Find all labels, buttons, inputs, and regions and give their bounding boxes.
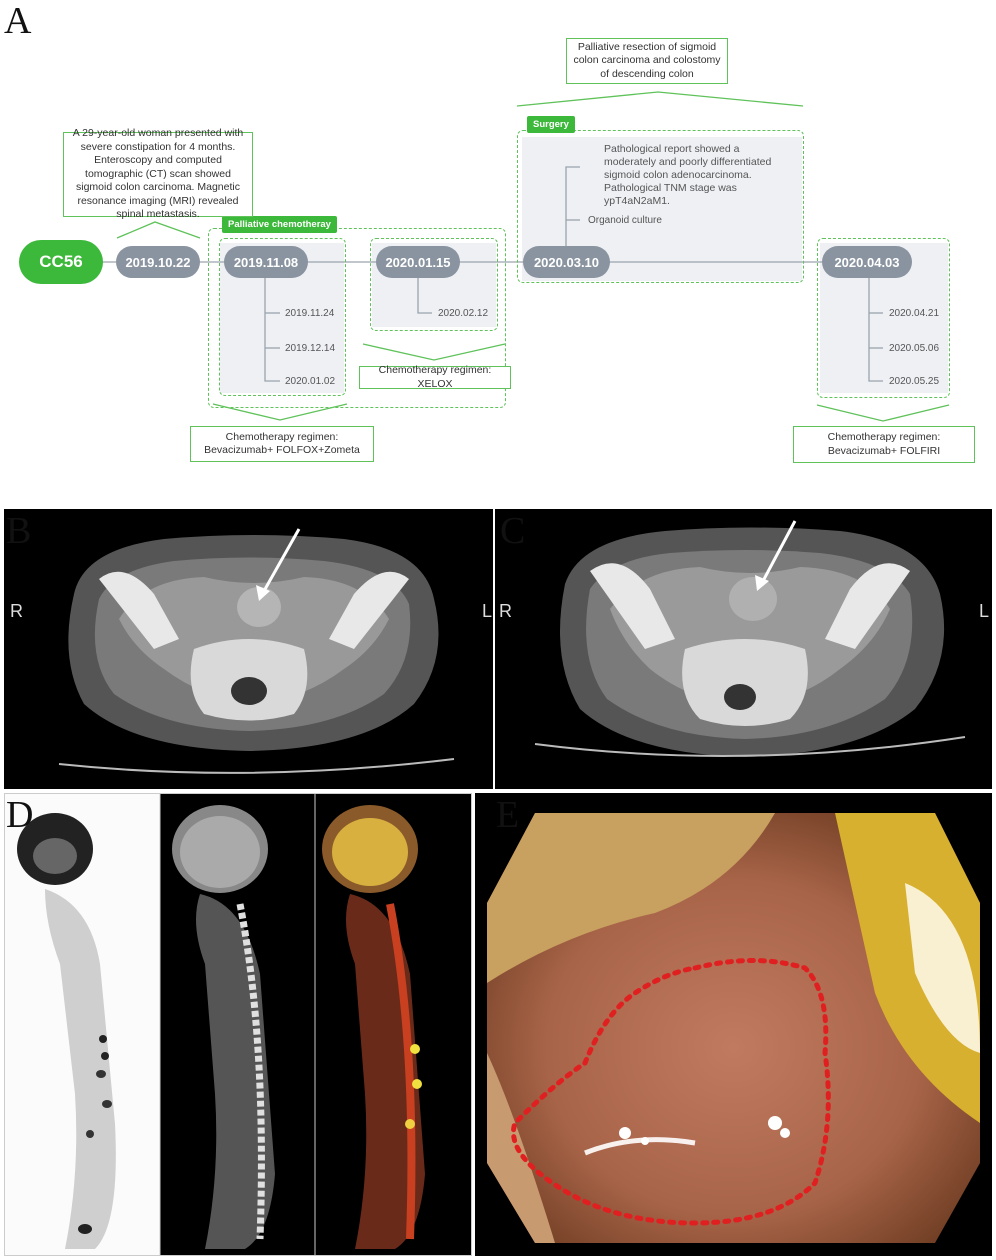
endoscopy-panel-e: [475, 793, 992, 1256]
sub-date: 2020.05.06: [889, 343, 940, 354]
ct-scan-c-image: [534, 520, 966, 757]
sub-date: 2020.02.12: [438, 308, 489, 319]
date-node-1: 2019.10.22: [116, 246, 200, 278]
palliative-chemo-box: [208, 228, 506, 408]
case-root-node: CC56: [19, 240, 103, 284]
ct-c-right-marker: R: [499, 601, 512, 621]
chemo-box-1: [219, 238, 346, 396]
sub-date: 2020.05.25: [889, 376, 940, 387]
surgery-note: Palliative resection of sigmoid colon ca…: [566, 38, 728, 84]
panel-label-c: C: [500, 510, 526, 552]
endoscopy-image: [487, 813, 980, 1243]
ct-b-left-marker: L: [482, 601, 493, 621]
surgery-tag: Surgery: [527, 116, 575, 133]
ct-b-right-marker: R: [10, 601, 23, 621]
chemo-box-3: [817, 238, 950, 398]
sub-date: 2019.12.14: [285, 343, 336, 354]
ct-panel-b: R L: [4, 509, 493, 789]
regimen-note-1: Chemotherapy regimen: Bevacizumab+ FOLFO…: [190, 426, 374, 462]
pathology-report: Pathological report showed a moderately …: [604, 143, 772, 207]
panel-label-b: B: [6, 510, 32, 552]
surgery-box: [517, 130, 804, 283]
panel-label-d: D: [6, 794, 34, 836]
organoid-culture: Organoid culture: [588, 215, 662, 226]
presentation-note: A 29-year-old woman presented with sever…: [63, 127, 253, 220]
ct-scan-b-image: [58, 528, 455, 774]
sub-date: 2020.01.02: [285, 376, 336, 387]
palliative-chemo-tag: Palliative chemotheray: [222, 216, 337, 233]
ct-c-left-marker: L: [979, 601, 990, 621]
timeline-connectors: [100, 91, 950, 422]
panel-label-a: A: [4, 0, 32, 42]
date-node-3: 2020.01.15: [376, 246, 460, 278]
chemo-box-2: [370, 238, 498, 331]
panel-label-e: E: [496, 794, 520, 836]
date-node-2: 2019.11.08: [224, 246, 308, 278]
regimen-note-2: Chemotherapy regimen: XELOX: [359, 364, 511, 390]
pet-ct-image: [5, 794, 471, 1255]
date-node-4: 2020.03.10: [523, 246, 610, 278]
regimen-note-3: Chemotherapy regimen: Bevacizumab+ FOLFI…: [793, 426, 975, 463]
ct-panel-c: R L: [495, 509, 992, 789]
sub-date: 2019.11.24: [285, 308, 335, 319]
date-node-5: 2020.04.03: [822, 246, 912, 278]
pet-panel-d: [4, 793, 472, 1256]
sub-date: 2020.04.21: [889, 308, 940, 319]
